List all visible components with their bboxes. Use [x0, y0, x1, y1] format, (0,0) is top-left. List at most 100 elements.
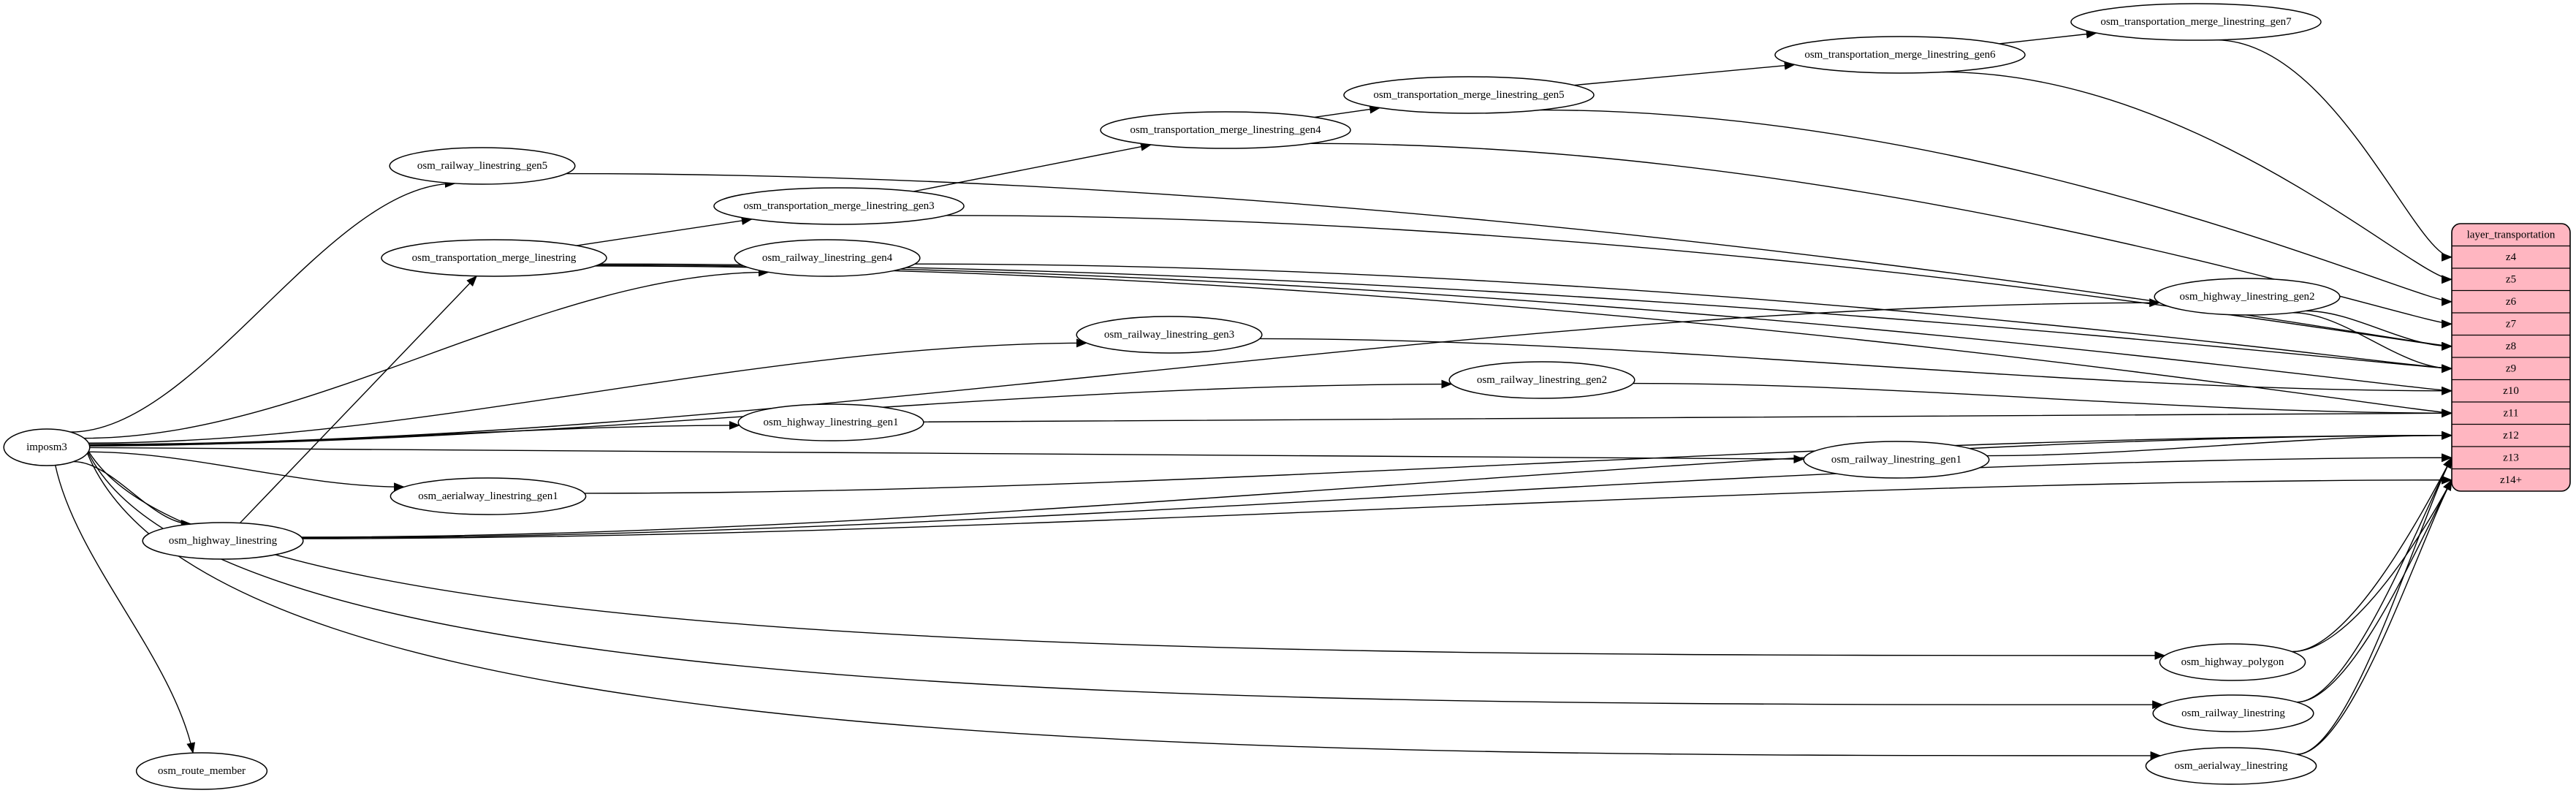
node-osm_transportation_merge_linestring_gen6: osm_transportation_merge_linestring_gen6: [1774, 36, 2026, 74]
edge-osm_aerialway_linestring-to-z14+: [2297, 479, 2452, 755]
node-ellipse: [2070, 3, 2322, 41]
edge-osm_railway_linestring_gen3-to-z10: [1259, 338, 2452, 395]
node-label: osm_transportation_merge_linestring: [412, 252, 577, 264]
edge-osm_transportation_merge_linestring_gen6-to-z5: [1942, 71, 2452, 284]
edge-osm_transportation_merge_linestring_gen5-to-z6: [1540, 109, 2452, 306]
node-label: osm_transportation_merge_linestring_gen5: [1373, 89, 1564, 101]
node-osm_railway_linestring_gen3: osm_railway_linestring_gen3: [1076, 316, 1263, 354]
table-row-z5: z5: [2506, 273, 2516, 285]
node-ellipse: [135, 752, 268, 790]
node-ellipse: [1100, 111, 1351, 149]
node-ellipse: [3, 428, 91, 466]
edge-osm_transportation_merge_linestring_gen5-to-osm_transportation_merge_linestring_gen6: [1574, 61, 1796, 86]
edge-osm_railway_linestring_gen5-to-z8: [566, 172, 2452, 351]
node-ellipse: [1803, 441, 1990, 479]
node-ellipse: [142, 522, 304, 560]
table-row-z11: z11: [2503, 407, 2518, 419]
node-label: osm_railway_linestring_gen1: [1831, 454, 1961, 466]
table-row-z4: z4: [2506, 251, 2517, 263]
node-label: osm_highway_linestring_gen2: [2180, 291, 2315, 303]
edge-osm_highway_linestring-to-z12: [301, 430, 2452, 538]
table-row-z9: z9: [2506, 363, 2516, 374]
edge-osm_highway_linestring_gen2-to-z9: [2292, 312, 2452, 373]
edge-osm_transportation_merge_linestring-to-z9: [600, 263, 2452, 373]
node-ellipse: [2152, 694, 2314, 732]
node-osm_highway_linestring_gen2: osm_highway_linestring_gen2: [2154, 278, 2341, 316]
edge-imposm3-to-osm_highway_linestring: [73, 460, 192, 528]
node-label: osm_transportation_merge_linestring_gen6: [1804, 49, 1996, 61]
edge-osm_transportation_merge_linestring_gen4-to-z7: [1310, 143, 2452, 329]
edge-imposm3-to-osm_railway_linestring_gen5: [70, 178, 456, 433]
node-label: osm_aerialway_linestring: [2175, 760, 2288, 772]
edge-osm_highway_polygon-to-z13: [2292, 457, 2452, 653]
edge-imposm3-to-osm_railway_linestring_gen1: [89, 447, 1805, 464]
node-osm_transportation_merge_linestring_gen4: osm_transportation_merge_linestring_gen4: [1100, 111, 1351, 149]
edge-osm_transportation_merge_linestring-to-osm_transportation_merge_linestring_gen3: [576, 216, 753, 246]
node-label: osm_aerialway_linestring_gen1: [418, 490, 558, 502]
node-ellipse: [1343, 76, 1595, 114]
edge-imposm3-to-osm_highway_linestring_gen2: [89, 298, 2161, 445]
edge-osm_railway_linestring_gen4-to-z9: [914, 263, 2452, 373]
edge-imposm3-to-osm_route_member: [55, 465, 196, 754]
edge-osm_transportation_merge_linestring_gen3-to-z8: [946, 215, 2452, 351]
node-ellipse: [2154, 278, 2341, 316]
node-osm_transportation_merge_linestring_gen7: osm_transportation_merge_linestring_gen7: [2070, 3, 2322, 41]
table-row-z8: z8: [2506, 341, 2516, 352]
node-label: osm_transportation_merge_linestring_gen4: [1130, 124, 1321, 136]
edge-imposm3-to-osm_railway_linestring_gen4: [84, 268, 770, 439]
table-layer-transportation: layer_transportation z4 z5 z6 z7 z8 z9 z10 z11 z1…: [2451, 223, 2571, 492]
node-label: osm_railway_linestring_gen2: [1477, 374, 1607, 386]
table-row-z12: z12: [2503, 430, 2519, 441]
table-row-z6: z6: [2506, 296, 2517, 308]
edge-osm_transportation_merge_linestring-to-z10: [598, 264, 2452, 395]
edge-imposm3-to-osm_aerialway_linestring_gen1: [88, 451, 406, 492]
table-title: layer_transportation: [2467, 229, 2556, 240]
edge-osm_highway_linestring-to-osm_transportation_merge_linestring: [239, 275, 478, 524]
edge-imposm3-to-osm_railway_linestring_gen3: [88, 338, 1087, 444]
node-osm_transportation_merge_linestring: osm_transportation_merge_linestring: [381, 239, 607, 277]
node-osm_railway_linestring_gen4: osm_railway_linestring_gen4: [734, 239, 921, 277]
node-label: osm_transportation_merge_linestring_gen7: [2100, 16, 2292, 28]
edge-osm_highway_linestring-to-z14+: [303, 475, 2452, 539]
edge-osm_railway_linestring_gen2-to-z11: [1633, 382, 2452, 418]
node-osm_transportation_merge_linestring_gen3: osm_transportation_merge_linestring_gen3: [713, 187, 965, 225]
edge-osm_aerialway_linestring-to-z13: [2297, 457, 2452, 755]
table-row-z10: z10: [2503, 385, 2519, 397]
edge-osm_transportation_merge_linestring-to-z11: [595, 265, 2452, 418]
node-osm_transportation_merge_linestring_gen5: osm_transportation_merge_linestring_gen5: [1343, 76, 1595, 114]
node-ellipse: [381, 239, 607, 277]
node-ellipse: [1448, 361, 1635, 399]
node-osm_railway_linestring_gen2: osm_railway_linestring_gen2: [1448, 361, 1635, 399]
edge-osm_railway_linestring-to-z13: [2296, 457, 2452, 703]
node-label: osm_railway_linestring_gen4: [762, 252, 893, 264]
node-ellipse: [734, 239, 921, 277]
node-ellipse: [389, 147, 576, 185]
node-label: osm_route_member: [158, 765, 246, 777]
edge-imposm3-to-osm_highway_polygon: [88, 451, 2166, 660]
node-label: osm_highway_linestring: [169, 535, 278, 547]
node-label: osm_highway_polygon: [2181, 656, 2284, 668]
node-osm_aerialway_linestring: osm_aerialway_linestring: [2145, 747, 2317, 785]
node-osm_highway_polygon: osm_highway_polygon: [2159, 643, 2306, 681]
edge-osm_highway_linestring_gen2-to-z8: [2306, 310, 2452, 351]
edge-osm_transportation_merge_linestring_gen4-to-osm_transportation_merge_linestring_gen5: [1314, 105, 1381, 118]
node-label: osm_transportation_merge_linestring_gen3: [743, 200, 934, 212]
node-osm_aerialway_linestring_gen1: osm_aerialway_linestring_gen1: [390, 477, 587, 515]
edge-imposm3-to-osm_aerialway_linestring: [86, 452, 2162, 760]
node-osm_railway_linestring: osm_railway_linestring: [2152, 694, 2314, 732]
node-ellipse: [713, 187, 965, 225]
node-label: imposm3: [26, 441, 67, 453]
node-osm_route_member: osm_route_member: [135, 752, 268, 790]
edge-osm_transportation_merge_linestring_gen7-to-z4: [2215, 39, 2452, 262]
node-osm_railway_linestring_gen1: osm_railway_linestring_gen1: [1803, 441, 1990, 479]
node-ellipse: [390, 477, 587, 515]
table-row-z14+: z14+: [2500, 474, 2522, 486]
node-label: osm_highway_linestring_gen1: [764, 417, 899, 428]
node-ellipse: [1774, 36, 2026, 74]
node-imposm3: imposm3: [3, 428, 91, 466]
edge-osm_aerialway_linestring_gen1-to-z12: [584, 430, 2452, 494]
edge-osm_railway_linestring_gen1-to-z12: [1986, 430, 2452, 457]
table-row-z7: z7: [2506, 318, 2517, 330]
